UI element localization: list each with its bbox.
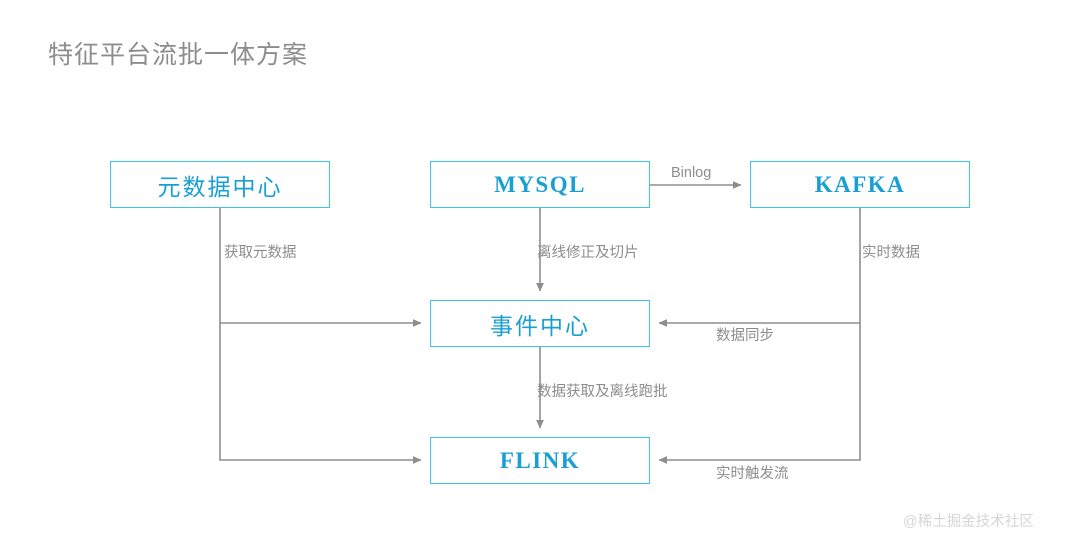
page-title: 特征平台流批一体方案 <box>48 41 309 69</box>
edge-label-data-sync: 数据同步 <box>716 328 774 344</box>
node-mysql-label: MYSQL <box>494 171 586 197</box>
node-kafka-label: KAFKA <box>814 171 906 197</box>
edge-label-realtime-trigger: 实时触发流 <box>716 466 789 482</box>
node-event-center[interactable]: 事件中心 <box>430 300 650 347</box>
edge-label-data-fetch: 数据获取及离线跑批 <box>537 384 668 400</box>
node-metadata-center[interactable]: 元数据中心 <box>110 161 330 208</box>
edge-label-get-metadata: 获取元数据 <box>224 245 297 261</box>
edge-label-binlog: Binlog <box>671 165 712 181</box>
watermark: @稀土掘金技术社区 <box>903 514 1034 530</box>
node-mysql[interactable]: MYSQL <box>430 161 650 208</box>
edge-label-offline-fix: 离线修正及切片 <box>537 245 639 261</box>
edge-realtime-trigger <box>658 323 861 464</box>
edge-data-sync <box>658 208 861 327</box>
node-flink-label: FLINK <box>499 447 581 473</box>
edge-metadata-to-flink <box>219 323 422 464</box>
edge-label-realtime-data: 实时数据 <box>862 245 920 261</box>
node-metadata-center-label: 元数据中心 <box>157 174 283 200</box>
node-flink[interactable]: FLINK <box>430 437 650 484</box>
node-event-center-label: 事件中心 <box>490 313 590 339</box>
node-kafka[interactable]: KAFKA <box>750 161 970 208</box>
edge-get-metadata <box>219 208 422 327</box>
